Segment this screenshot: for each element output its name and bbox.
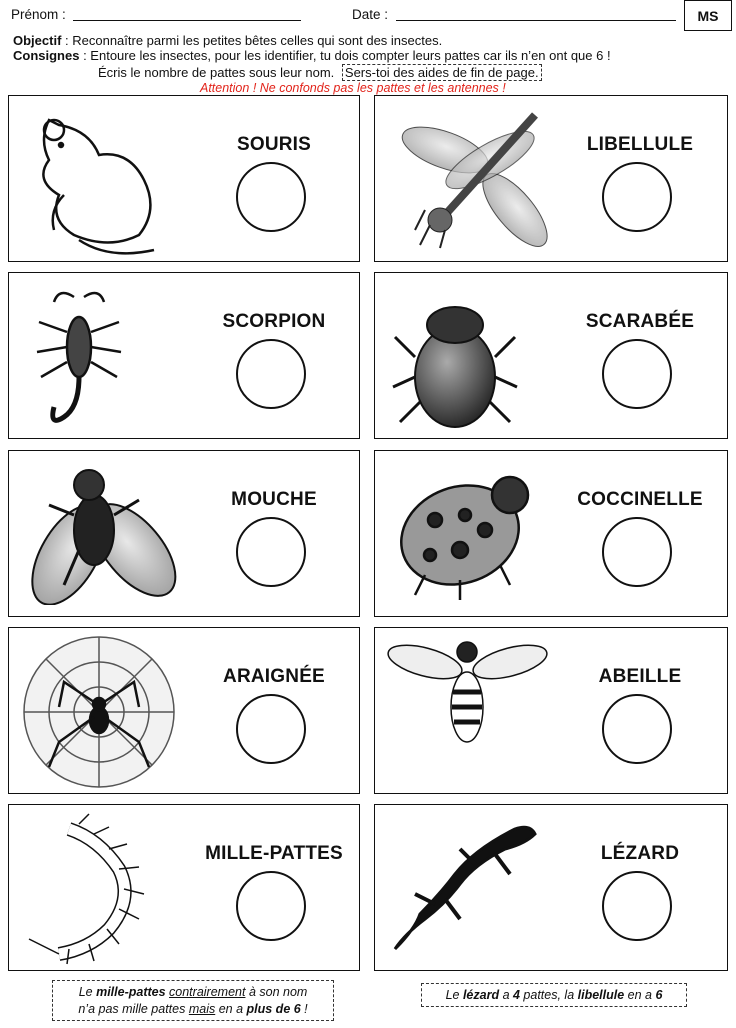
objectif-label: Objectif (13, 33, 62, 48)
ecris-line: Écris le nombre de pattes sous leur nom.… (98, 64, 542, 81)
consignes-text: : Entoure les insectes, pour les identif… (79, 48, 611, 63)
animal-name: LÉZARD (600, 843, 680, 864)
prenom-label: Prénom : (11, 7, 66, 22)
card-scarabée[interactable]: SCARABÉE (374, 272, 728, 439)
card-souris[interactable]: SOURIS (8, 95, 360, 262)
card-coccinelle[interactable]: COCCINELLE (374, 450, 728, 617)
objectif-text: : Reconnaître parmi les petites bêtes ce… (61, 33, 443, 48)
card-abeille[interactable]: ABEILLE (374, 627, 728, 794)
warning-text: Attention ! Ne confonds pas les pattes e… (200, 81, 506, 95)
tip-text: en a (624, 987, 656, 1002)
tip-text: Le (445, 987, 463, 1002)
tip-text: en a (215, 1001, 247, 1016)
prenom-field[interactable] (73, 20, 301, 21)
consignes-line: Consignes : Entoure les insectes, pour l… (13, 48, 611, 63)
leg-count-circle[interactable] (236, 339, 306, 409)
tip-bold: mille-pattes (96, 984, 166, 999)
objectif-line: Objectif : Reconnaître parmi les petites… (13, 33, 442, 48)
animal-name: MOUCHE (231, 489, 317, 510)
tip-bold: lézard (462, 987, 500, 1002)
card-lézard[interactable]: LÉZARD (374, 804, 728, 971)
date-label: Date : (352, 7, 389, 22)
fly-icon (19, 455, 179, 610)
leg-count-circle[interactable] (236, 871, 306, 941)
ladybug-icon (385, 455, 545, 610)
tip-underline: contrairement (169, 984, 246, 999)
ecris-text: Écris le nombre de pattes sous leur nom. (98, 65, 335, 80)
leg-count-circle[interactable] (602, 871, 672, 941)
leg-count-circle[interactable] (602, 694, 672, 764)
leg-count-circle[interactable] (236, 162, 306, 232)
animal-name: SCARABÉE (585, 311, 695, 332)
leg-count-circle[interactable] (602, 339, 672, 409)
leg-count-circle[interactable] (236, 694, 306, 764)
card-libellule[interactable]: LIBELLULE (374, 95, 728, 262)
dragonfly-icon (385, 100, 555, 255)
card-mouche[interactable]: MOUCHE (8, 450, 360, 617)
leg-count-circle[interactable] (602, 517, 672, 587)
leg-count-circle[interactable] (236, 517, 306, 587)
consignes-label: Consignes (13, 48, 80, 63)
tip-bold: 6 (655, 987, 663, 1002)
bee-icon (385, 632, 555, 757)
tip-text: pattes, la (519, 987, 578, 1002)
tip-bold: 4 (513, 987, 520, 1002)
tip-bold: libellule (577, 987, 625, 1002)
centipede-icon (19, 809, 169, 974)
card-mille-pattes[interactable]: MILLE-PATTES (8, 804, 360, 971)
tip-text: Le (78, 984, 97, 999)
aides-text: Sers-toi des aides de fin de page. (341, 64, 542, 81)
scorpion-icon (19, 277, 139, 442)
tip-centipede-line1: Le mille-pattes contrairement à son nom (53, 984, 333, 1001)
spider-icon (19, 632, 179, 797)
tip-text: a (499, 987, 513, 1002)
card-scorpion[interactable]: SCORPION (8, 272, 360, 439)
tip-centipede-line2: n’a pas mille pattes mais en a plus de 6… (53, 1001, 333, 1018)
tip-lizard-line: Le lézard a 4 pattes, la libellule en a … (422, 987, 686, 1004)
animal-name: SOURIS (236, 134, 312, 155)
level-badge: MS (684, 0, 732, 31)
animal-name: COCCINELLE (577, 489, 703, 510)
tip-bold: plus de 6 (246, 1001, 301, 1016)
mouse-icon (19, 100, 159, 265)
leg-count-circle[interactable] (602, 162, 672, 232)
tip-text: ! (300, 1001, 308, 1016)
tip-text: à son nom (245, 984, 308, 999)
tip-lizard: Le lézard a 4 pattes, la libellule en a … (421, 983, 687, 1007)
tip-text: n’a pas mille pattes (78, 1001, 189, 1016)
date-field[interactable] (396, 20, 676, 21)
lizard-icon (385, 809, 545, 964)
animal-name: ABEILLE (598, 666, 682, 687)
card-araignée[interactable]: ARAIGNÉE (8, 627, 360, 794)
animal-name: MILLE-PATTES (205, 843, 343, 864)
beetle-icon (385, 277, 525, 442)
tip-underline: mais (188, 1001, 216, 1016)
animal-name: SCORPION (222, 311, 326, 332)
tip-centipede: Le mille-pattes contrairement à son nom … (52, 980, 334, 1021)
animal-name: LIBELLULE (586, 134, 694, 155)
animal-name: ARAIGNÉE (223, 666, 325, 687)
